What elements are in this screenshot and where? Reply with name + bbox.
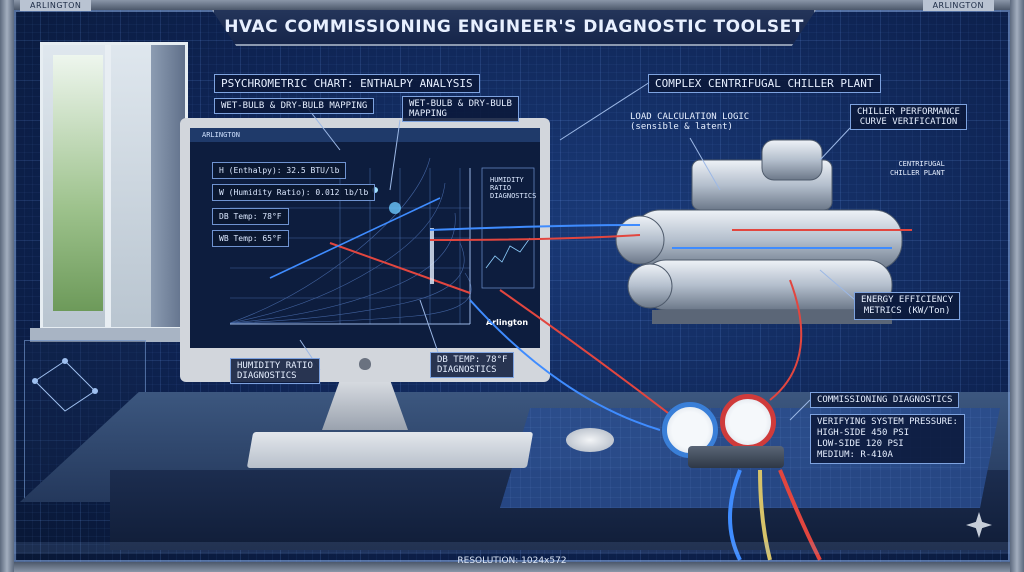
callout-chiller-performance-line1: CHILLER PERFORMANCE <box>857 107 960 117</box>
callout-pressure-line2: HIGH-SIDE 450 PSI <box>817 428 910 438</box>
frame-left <box>0 0 14 572</box>
callout-pressure: VERIFYING SYSTEM PRESSURE: HIGH-SIDE 450… <box>810 414 965 464</box>
manifold-block <box>688 446 784 468</box>
callout-db-temp-line1: DB TEMP: 78°F <box>437 355 508 365</box>
screen-titlebar: ARLINGTON <box>190 128 540 142</box>
wb-temp-readout: WB Temp: 65°F <box>212 230 289 247</box>
callout-wetbulb-2: WET-BULB & DRY-BULB MAPPING <box>402 96 519 122</box>
callout-energy-efficiency: ENERGY EFFICIENCY METRICS (KW/Ton) <box>854 292 961 320</box>
callout-pressure-line4: MEDIUM: R-410A <box>817 450 893 460</box>
frame-bottom <box>0 562 1024 572</box>
inner-frame <box>14 10 1010 562</box>
callout-centrifugal: CENTRIFUGAL CHILLER PLANT <box>884 158 951 180</box>
corner-tag-left: ARLINGTON <box>20 0 92 11</box>
callout-pressure-line1: VERIFYING SYSTEM PRESSURE: <box>817 417 958 427</box>
callout-energy-efficiency-line2: METRICS (KW/Ton) <box>863 306 951 316</box>
humidity-diag-line2: DIAGNOSTICS <box>490 192 537 200</box>
window-sill <box>30 328 216 342</box>
screen-brand: Arlington <box>486 318 529 327</box>
corner-tag-right: ARLINGTON <box>922 0 994 11</box>
chiller-graphic <box>615 139 912 324</box>
page-title: HVAC COMMISSIONING ENGINEER'S DIAGNOSTIC… <box>224 17 804 37</box>
callout-wetbulb-1: WET-BULB & DRY-BULB MAPPING <box>214 98 375 114</box>
callout-pressure-line3: LOW-SIDE 120 PSI <box>817 439 904 449</box>
wall-section <box>151 45 185 327</box>
callout-psychrometric: PSYCHROMETRIC CHART: ENTHALPY ANALYSIS <box>214 74 480 93</box>
frame-right <box>1010 0 1024 572</box>
callout-wetbulb-2-line1: WET-BULB & DRY-BULB <box>409 99 512 109</box>
callout-centrifugal-line2: CHILLER PLANT <box>890 169 945 177</box>
bottom-strip <box>14 542 1010 554</box>
humidity-readout: W (Humidity Ratio): 0.012 lb/lb <box>212 184 376 201</box>
window-mullion <box>105 45 111 327</box>
humidity-diag-label: HUMIDITY RATIO DIAGNOSTICS <box>490 176 540 200</box>
callout-humidity-ratio-line2: DIAGNOSTICS <box>237 371 297 381</box>
room-window <box>40 42 188 330</box>
mouse <box>566 428 614 452</box>
callout-humidity-ratio: HUMIDITY RATIO DIAGNOSTICS <box>230 358 320 384</box>
apple-logo-icon <box>359 358 371 370</box>
window-pane <box>53 55 103 311</box>
centrifugal-chiller <box>612 130 932 340</box>
callout-commissioning: COMMISSIONING DIAGNOSTICS <box>810 392 960 408</box>
callout-wetbulb-2-line2: MAPPING <box>409 109 447 119</box>
callout-load-calc-line1: LOAD CALCULATION LOGIC <box>630 112 750 122</box>
callout-load-calc: LOAD CALCULATION LOGIC (sensible & laten… <box>624 110 755 134</box>
db-temp-readout: DB Temp: 78°F <box>212 208 289 225</box>
callout-chiller-performance-line2: CURVE VERIFICATION <box>859 117 958 127</box>
callout-db-temp: DB TEMP: 78°F DIAGNOSTICS <box>430 352 515 378</box>
frame-top <box>0 0 1024 10</box>
monitor-stand <box>322 382 408 430</box>
callout-chiller-plant: COMPLEX CENTRIFUGAL CHILLER PLANT <box>648 74 881 93</box>
monitor-chin <box>190 350 540 378</box>
callout-chiller-performance: CHILLER PERFORMANCE CURVE VERIFICATION <box>850 104 967 130</box>
callout-centrifugal-line1: CENTRIFUGAL <box>898 160 945 168</box>
enthalpy-readout: H (Enthalpy): 32.5 BTU/lb <box>212 162 347 179</box>
callout-db-temp-line2: DIAGNOSTICS <box>437 365 497 375</box>
callout-humidity-ratio-line1: HUMIDITY RATIO <box>237 361 313 371</box>
title-banner: HVAC COMMISSIONING ENGINEER'S DIAGNOSTIC… <box>212 10 816 46</box>
callout-energy-efficiency-line1: ENERGY EFFICIENCY <box>861 295 954 305</box>
resolution-label: RESOLUTION: 1024x572 <box>457 556 567 566</box>
callout-load-calc-line2: (sensible & latent) <box>630 122 733 132</box>
humidity-diag-line1: HUMIDITY RATIO <box>490 176 524 192</box>
